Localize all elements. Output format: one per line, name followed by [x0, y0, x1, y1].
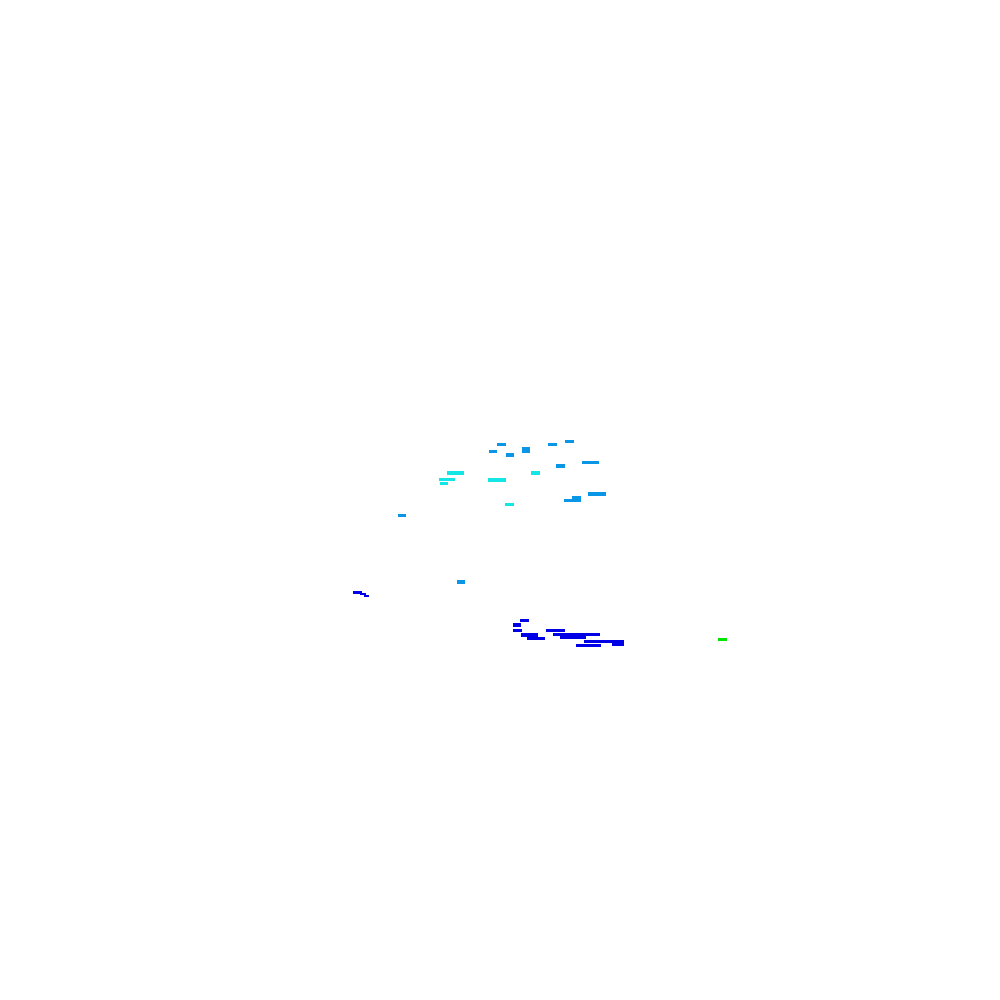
lower-cluster-deep-blue-mark-2 — [360, 593, 366, 595]
upper-cluster-sky-blue-mark-3 — [506, 453, 514, 457]
lower-cluster-deep-blue-mark-6 — [513, 629, 522, 632]
upper-cluster-sky-blue-mark-2 — [489, 450, 497, 453]
lower-cluster-deep-blue-mark-14 — [612, 643, 624, 646]
upper-cluster-sky-blue-mark-1 — [497, 443, 506, 446]
isolated-green-mark-1 — [718, 638, 727, 641]
upper-cluster-cyan-mark-1 — [447, 471, 464, 475]
upper-cluster-cyan-mark-4 — [488, 478, 506, 482]
isolated-green — [718, 638, 727, 641]
upper-cluster-sky-blue-mark-7 — [556, 464, 565, 468]
upper-cluster-sky-blue-mark-8 — [582, 461, 599, 464]
upper-cluster-cyan-mark-2 — [439, 478, 455, 481]
upper-cluster-cyan — [439, 471, 540, 506]
upper-cluster-sky-blue-mark-10 — [564, 499, 575, 502]
lower-cluster-deep-blue-mark-7 — [521, 633, 538, 637]
upper-cluster-sky-blue-mark-6 — [565, 440, 574, 443]
lower-cluster-deep-blue-mark-13 — [576, 644, 601, 647]
upper-cluster-cyan-mark-3 — [440, 482, 448, 485]
upper-cluster-cyan-mark-5 — [531, 471, 540, 475]
upper-cluster-sky-blue-mark-4 — [522, 447, 530, 453]
upper-cluster-sky-blue — [398, 440, 606, 584]
lower-cluster-deep-blue-mark-4 — [520, 619, 529, 622]
lower-cluster-deep-blue-mark-10 — [553, 633, 600, 636]
lower-cluster-deep-blue-mark-11 — [560, 636, 586, 639]
lower-cluster-deep-blue-mark-8 — [527, 637, 545, 640]
upper-cluster-sky-blue-mark-12 — [398, 514, 406, 517]
lower-cluster-deep-blue — [353, 591, 624, 647]
lower-cluster-deep-blue-mark-9 — [546, 629, 565, 632]
upper-cluster-cyan-mark-6 — [505, 503, 514, 506]
lower-cluster-deep-blue-mark-5 — [513, 623, 521, 627]
upper-cluster-sky-blue-mark-9 — [588, 492, 606, 496]
lower-cluster-deep-blue-mark-1 — [353, 591, 362, 594]
upper-cluster-sky-blue-mark-11 — [572, 496, 581, 502]
lower-cluster-deep-blue-mark-12 — [584, 640, 624, 643]
upper-cluster-sky-blue-mark-5 — [548, 443, 557, 446]
lower-cluster-deep-blue-mark-3 — [364, 595, 369, 597]
upper-cluster-sky-blue-mark-13 — [457, 580, 465, 584]
